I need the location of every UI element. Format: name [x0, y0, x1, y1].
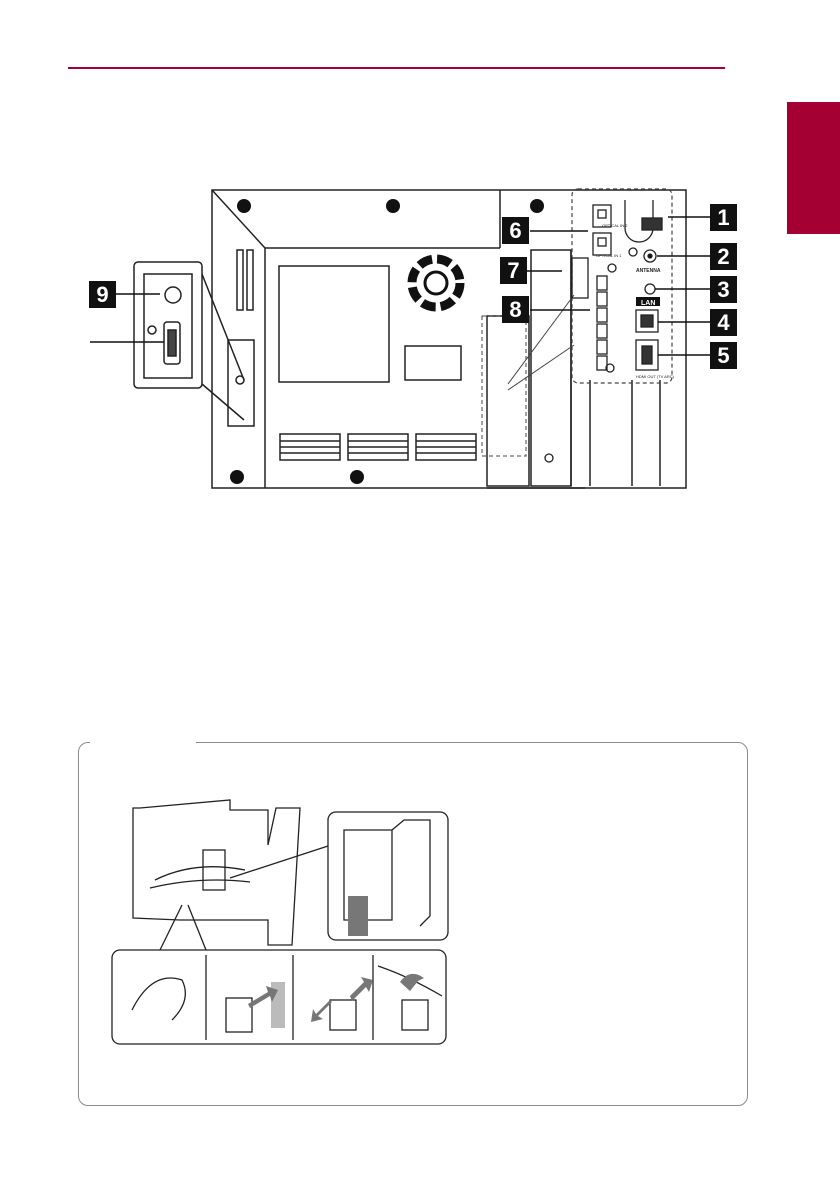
optical-label-b: OPTICAL IN 1 — [596, 253, 622, 258]
callout-6: 6 — [502, 217, 529, 244]
lan-label: LAN — [641, 300, 655, 307]
callout-5: 5 — [710, 342, 737, 369]
note-tab-gap — [90, 738, 196, 746]
callout-3: 3 — [710, 276, 737, 303]
callout-9: 9 — [89, 281, 116, 308]
callout-8: 8 — [502, 296, 529, 323]
callout-1: 1 — [710, 204, 737, 231]
callout-4: 4 — [710, 309, 737, 336]
callout-2: 2 — [710, 243, 737, 270]
optical-label-a: OPTICAL IN 2 — [602, 223, 628, 228]
hdmi-label: HDMI OUT (TV ARC) — [636, 374, 675, 379]
note-box — [78, 742, 748, 1106]
antenna-label: ANTENNA — [636, 268, 661, 274]
callout-7: 7 — [500, 257, 527, 284]
